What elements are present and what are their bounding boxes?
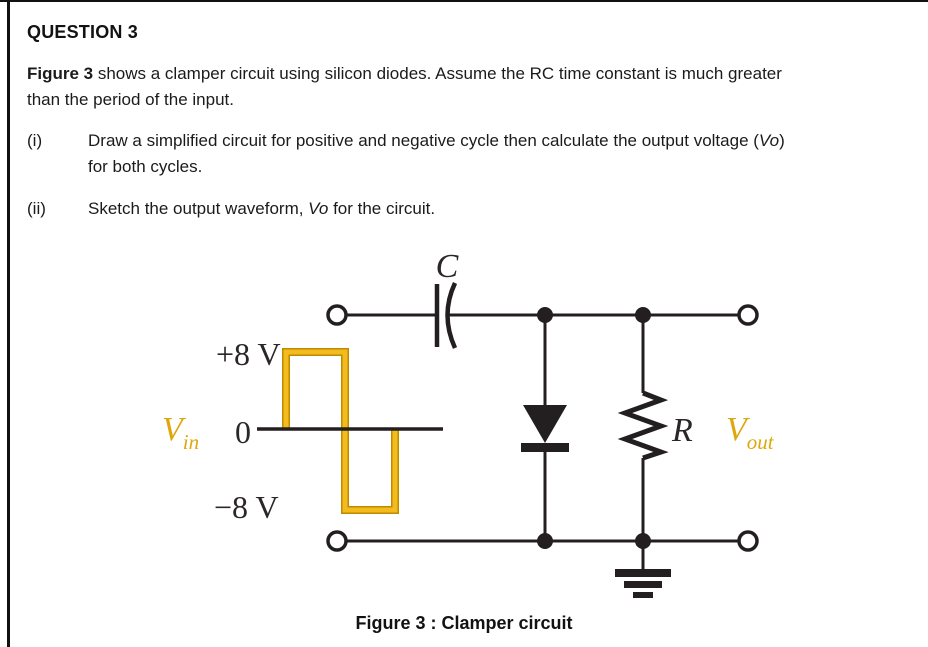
junction-dot — [635, 307, 651, 323]
ground-symbol — [615, 541, 671, 598]
terminal-circle-top-right — [737, 304, 759, 326]
resistor-label: R — [671, 412, 693, 449]
resistor-symbol — [617, 315, 669, 541]
terminal-circle-bottom-left — [326, 530, 348, 552]
item-marker: (ii) — [27, 199, 46, 218]
item-text-pre: Sketch the output waveform, — [88, 199, 309, 218]
item-row-i: (i) Draw a simplified circuit for positi… — [27, 128, 918, 180]
vin-label: Vin — [162, 411, 199, 454]
item-text-line2: for both cycles. — [88, 157, 203, 176]
vout-subscript: out — [747, 430, 775, 454]
junction-dot — [537, 533, 553, 549]
junction-dot — [635, 533, 651, 549]
vin-subscript: in — [183, 430, 199, 454]
item-text-post: for the circuit. — [328, 199, 436, 218]
input-waveform — [282, 348, 399, 514]
page-top-border — [0, 0, 928, 2]
capacitor-symbol — [434, 282, 458, 349]
terminal-circle-top-left — [326, 304, 348, 326]
level-label-positive: +8 V — [216, 336, 281, 372]
intro-line1-text: shows a clamper circuit using silicon di… — [93, 64, 782, 83]
item-row-ii: (ii) Sketch the output waveform, Vo for … — [27, 196, 918, 222]
item-text: Sketch the output waveform, Vo for the c… — [88, 196, 435, 222]
vout-label: Vout — [726, 411, 775, 454]
intro-line2-text: than the period of the input. — [27, 90, 234, 109]
item-text-em: Vo — [758, 131, 780, 150]
clamper-circuit-figure: C R — [162, 248, 775, 598]
junction-dot — [537, 307, 553, 323]
question-heading: QUESTION 3 — [27, 22, 139, 42]
item-text-post: ) — [779, 131, 785, 150]
page-left-border — [7, 0, 10, 647]
diode-symbol — [521, 315, 569, 541]
intro-paragraph: Figure 3 shows a clamper circuit using s… — [27, 61, 918, 113]
level-label-negative: −8 V — [214, 489, 279, 525]
intro-lead-bold: Figure 3 — [27, 64, 94, 83]
figure-caption: Figure 3 : Clamper circuit — [355, 613, 573, 633]
capacitor-label: C — [436, 248, 459, 285]
item-marker: (i) — [27, 131, 43, 150]
item-text-pre: Draw a simplified circuit for positive a… — [88, 131, 759, 150]
terminal-circle-bottom-right — [737, 530, 759, 552]
item-text-em: Vo — [308, 199, 329, 218]
question-block: QUESTION 3 Figure 3 shows a clamper circ… — [27, 22, 918, 238]
item-text: Draw a simplified circuit for positive a… — [88, 128, 785, 180]
level-label-zero: 0 — [235, 414, 251, 450]
